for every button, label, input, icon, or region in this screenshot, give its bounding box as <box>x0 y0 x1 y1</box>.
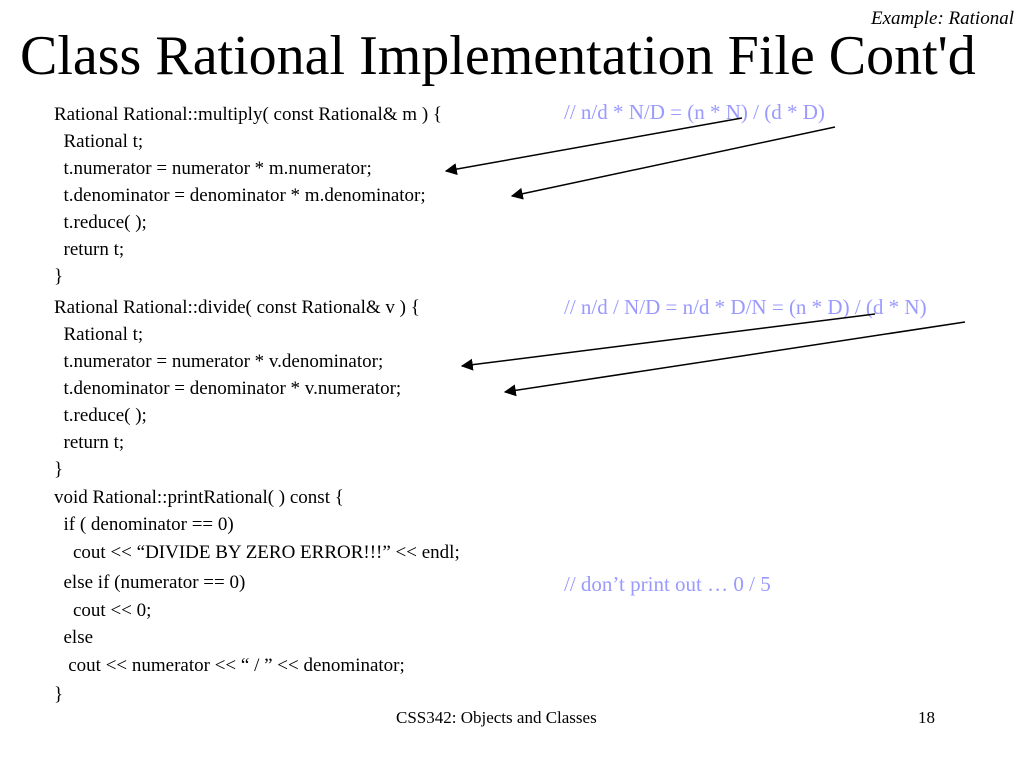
multiply-comment: // n/d * N/D = (n * N) / (d * D) <box>564 100 825 124</box>
code-line: Rational Rational::divide( const Rationa… <box>54 297 420 318</box>
print-zero-comment: // don’t print out … 0 / 5 <box>564 572 771 596</box>
slide-tag: Example: Rational <box>871 8 1014 29</box>
code-line: t.denominator = denominator * m.denomina… <box>54 185 426 206</box>
code-line: cout << “DIVIDE BY ZERO ERROR!!!” << end… <box>54 542 460 563</box>
code-line: } <box>54 684 64 705</box>
code-line: cout << 0; <box>54 600 152 621</box>
arrow-divide-numerator <box>460 313 876 371</box>
page-number: 18 <box>918 708 935 727</box>
code-line: Rational t; <box>54 131 144 152</box>
code-line: Rational t; <box>54 324 144 345</box>
code-line: return t; <box>54 432 125 453</box>
code-line: t.numerator = numerator * v.denominator; <box>54 351 384 372</box>
code-line: t.numerator = numerator * m.numerator; <box>54 158 372 179</box>
code-line: else <box>54 627 94 648</box>
code-line: t.reduce( ); <box>54 405 147 426</box>
footer-course: CSS342: Objects and Classes <box>396 708 597 727</box>
code-line: } <box>54 266 64 287</box>
arrow-multiply-numerator <box>444 117 743 176</box>
divide-comment: // n/d / N/D = n/d * D/N = (n * D) / (d … <box>564 295 927 319</box>
code-line: Rational Rational::multiply( const Ratio… <box>54 104 443 125</box>
code-line: } <box>54 459 64 480</box>
code-line: else if (numerator == 0) <box>54 572 246 593</box>
code-line: t.reduce( ); <box>54 212 147 233</box>
arrow-multiply-denominator <box>510 126 836 200</box>
code-line: cout << numerator << “ / ” << denominato… <box>54 655 405 676</box>
code-line: if ( denominator == 0) <box>54 514 234 535</box>
code-line: t.denominator = denominator * v.numerato… <box>54 378 402 399</box>
slide-title: Class Rational Implementation File Cont'… <box>20 25 976 87</box>
code-line: return t; <box>54 239 125 260</box>
arrow-divide-denominator <box>503 321 966 397</box>
code-line: void Rational::printRational( ) const { <box>54 487 344 508</box>
